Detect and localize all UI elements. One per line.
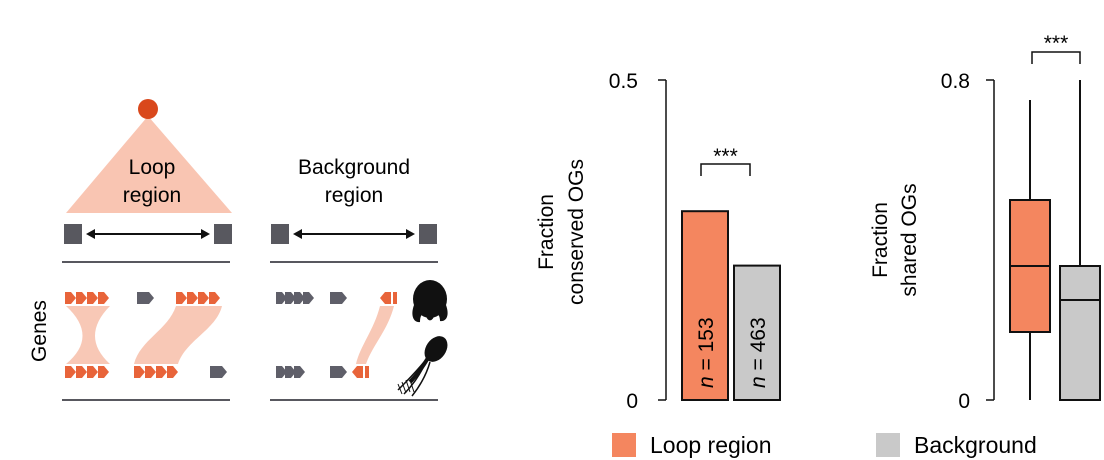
gene-cluster-orthologous xyxy=(134,366,178,378)
gene-cluster-orthologous xyxy=(352,366,369,378)
bar-n-value: = 463 xyxy=(747,317,770,376)
legend-label-loop-region: Loop region xyxy=(650,432,772,458)
bar-n-value: = 153 xyxy=(695,317,718,376)
background-right-anchor-box xyxy=(419,224,437,244)
gene-cluster-orthologous xyxy=(65,366,109,378)
bar-background xyxy=(733,264,781,401)
bar-chart: 0.5 0 Fraction conserved OGs n = 153 n =… xyxy=(535,70,781,413)
loop-synteny-ribbon xyxy=(134,306,222,364)
background-left-anchor-box xyxy=(271,224,289,244)
schematic-panel: Loop region Background region xyxy=(28,99,448,401)
gene-cluster-orthologous xyxy=(176,292,220,304)
box-y-axis-label-line2: shared OGs xyxy=(898,183,921,296)
box-significance-bracket xyxy=(1031,51,1081,64)
gene-cluster-other xyxy=(330,292,347,304)
bar-significance-stars: *** xyxy=(713,145,738,168)
background-region-label-line2: region xyxy=(325,184,383,207)
gene-cluster-orthologous xyxy=(380,292,397,304)
loop-region-label-line2: region xyxy=(123,184,181,207)
bar-n-symbol: n xyxy=(747,376,770,388)
bar-significance-bracket xyxy=(700,163,751,176)
bar-n-label: n = 463 xyxy=(747,317,770,388)
background-span-arrow xyxy=(293,229,415,239)
loop-cone xyxy=(66,116,232,213)
bar-y-tick-label-min: 0 xyxy=(626,390,638,413)
bar-loop-region xyxy=(681,210,729,401)
octopus-silhouette-icon xyxy=(412,280,448,323)
box-background xyxy=(1059,80,1101,401)
genes-axis-label: Genes xyxy=(28,300,51,362)
bar-y-tick-label-max: 0.5 xyxy=(609,70,638,93)
loop-left-anchor-box xyxy=(64,224,82,244)
legend-swatch-loop-region xyxy=(612,433,636,457)
box-significance-stars: *** xyxy=(1044,32,1069,55)
legend-swatch-background xyxy=(876,433,900,457)
legend-label-background: Background xyxy=(914,432,1037,458)
bar-n-symbol: n xyxy=(695,376,718,388)
loop-span-arrow xyxy=(86,229,210,239)
gene-cluster-other xyxy=(330,366,347,378)
legend: Loop region Background xyxy=(612,432,1037,458)
gene-cluster-other xyxy=(210,366,227,378)
squid-silhouette-icon xyxy=(397,336,448,397)
bar-y-axis-label-line2: conserved OGs xyxy=(565,159,588,305)
bar-n-label: n = 153 xyxy=(695,317,718,388)
box-plot: 0.8 0 Fraction shared OGs *** xyxy=(869,32,1101,413)
box-y-tick-label-max: 0.8 xyxy=(941,70,970,93)
box-y-tick-label-min: 0 xyxy=(958,390,970,413)
loop-synteny-ribbon xyxy=(66,306,110,364)
loop-right-anchor-box xyxy=(214,224,232,244)
loop-anchor-dot xyxy=(138,99,158,119)
gene-cluster-orthologous xyxy=(65,292,109,304)
gene-cluster-other xyxy=(276,292,314,304)
background-synteny-ribbon xyxy=(356,306,394,364)
box-iqr xyxy=(1059,265,1101,401)
loop-region-label: Loop xyxy=(129,156,176,179)
background-region-label: Background xyxy=(298,156,410,179)
gene-cluster-other xyxy=(276,366,305,378)
gene-cluster-other xyxy=(137,292,154,304)
bar-y-axis-label: Fraction xyxy=(535,194,558,270)
box-y-axis-label: Fraction xyxy=(869,202,892,278)
box-loop-region xyxy=(1009,100,1051,400)
